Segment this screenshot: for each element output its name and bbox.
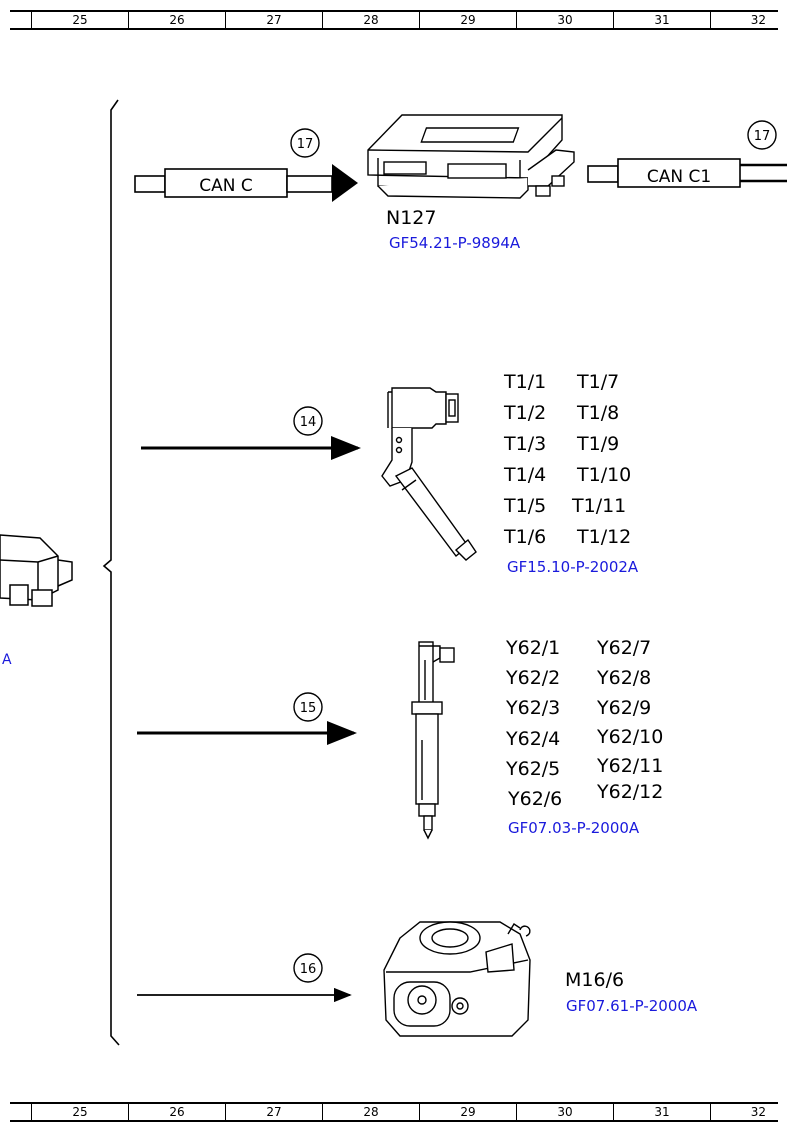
component-list-left: Y62/1 Y62/2 Y62/3 Y62/4 Y62/5 Y62/6: [505, 637, 562, 810]
component-label: T1/6: [503, 526, 546, 548]
group-brace: [102, 99, 120, 1046]
bus-label: CAN C1: [647, 167, 711, 187]
component-label: Y62/1: [505, 637, 560, 659]
callout-number: 16: [300, 962, 317, 977]
can-c-bus-arrow: CAN C: [134, 164, 358, 202]
component-list-right: T1/7 T1/8 T1/9 T1/10 T1/11 T1/12: [571, 371, 631, 548]
component-label: T1/10: [576, 464, 631, 486]
column-number: 26: [128, 12, 225, 28]
callout-16: 16: [293, 953, 323, 983]
column-number: 29: [419, 12, 516, 28]
can-c1-bus: CAN C1: [587, 158, 787, 188]
component-label: Y62/10: [596, 726, 663, 748]
component-label: T1/12: [576, 526, 631, 548]
component-label: T1/2: [503, 402, 546, 424]
throttle-actuator-icon: [383, 921, 531, 1037]
component-label: M16/6: [565, 969, 624, 991]
column-ruler-top: 25 26 27 28 29 30 31 32: [10, 10, 778, 30]
component-label: T1/11: [571, 495, 626, 517]
component-label: T1/5: [503, 495, 546, 517]
column-number: 32: [710, 12, 776, 28]
column-number: 29: [419, 1104, 516, 1120]
column-ruler-bottom: 25 26 27 28 29 30 31 32: [10, 1102, 778, 1122]
component-list-right: Y62/7 Y62/8 Y62/9 Y62/10 Y62/11 Y62/12: [596, 637, 663, 803]
column-number: 31: [613, 1104, 710, 1120]
column-number: 30: [516, 1104, 613, 1120]
component-label: T1/9: [576, 433, 619, 455]
column-number: 28: [322, 1104, 419, 1120]
callout-17-out: 17: [747, 120, 777, 150]
callout-number: 15: [300, 701, 317, 716]
column-number: 25: [31, 1104, 128, 1120]
component-label: T1/4: [503, 464, 546, 486]
component-label: T1/8: [576, 402, 619, 424]
reference-link[interactable]: GF07.61-P-2000A: [566, 997, 698, 1015]
component-label: T1/7: [576, 371, 619, 393]
component-label: Y62/11: [596, 755, 663, 777]
column-number: 30: [516, 12, 613, 28]
column-number: 32: [710, 1104, 776, 1120]
component-label: Y62/4: [505, 728, 560, 750]
callout-14: 14: [293, 406, 323, 436]
callout-number: 17: [754, 129, 771, 144]
component-label: T1/1: [503, 371, 546, 393]
column-number: 26: [128, 1104, 225, 1120]
callout-number: 17: [297, 137, 314, 152]
column-number: 25: [31, 12, 128, 28]
component-list-left: T1/1 T1/2 T1/3 T1/4 T1/5 T1/6: [503, 371, 546, 548]
component-label: N127: [386, 207, 436, 229]
column-number: 28: [322, 12, 419, 28]
reference-link[interactable]: GF07.03-P-2000A: [508, 819, 640, 837]
partial-control-unit-icon: [0, 534, 73, 607]
component-label: Y62/3: [505, 697, 560, 719]
component-label: Y62/9: [596, 697, 651, 719]
reference-link[interactable]: GF54.21-P-9894A: [389, 234, 521, 252]
column-number: 31: [613, 12, 710, 28]
callout-15: 15: [293, 692, 323, 722]
control-module-icon: [367, 114, 575, 199]
column-number: 27: [225, 12, 322, 28]
column-number: 27: [225, 1104, 322, 1120]
bus-label: CAN C: [199, 176, 253, 196]
glow-plug-icon: [381, 387, 477, 561]
component-label: Y62/7: [596, 637, 651, 659]
partial-reference-link[interactable]: A: [2, 652, 12, 668]
component-label: T1/3: [503, 433, 546, 455]
component-label: Y62/6: [507, 788, 562, 810]
component-label: Y62/2: [505, 667, 560, 689]
fuel-injector-icon: [411, 641, 455, 840]
reference-link[interactable]: GF15.10-P-2002A: [507, 558, 639, 576]
callout-17: 17: [290, 128, 320, 158]
callout-number: 14: [300, 415, 317, 430]
component-label: Y62/5: [505, 758, 560, 780]
component-label: Y62/12: [596, 781, 663, 803]
component-label: Y62/8: [596, 667, 651, 689]
